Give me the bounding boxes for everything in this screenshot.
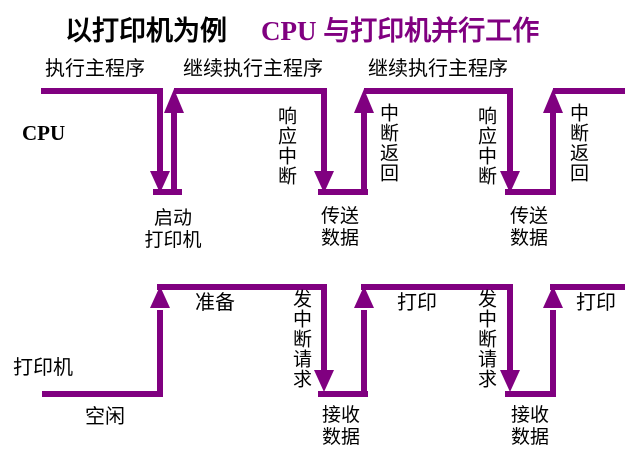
arrow-down-icon	[314, 370, 334, 392]
printer-waveform	[42, 284, 625, 397]
start-printer-label: 启动 打印机	[144, 208, 202, 251]
respond-interrupt-label-2: 响应中断	[475, 106, 496, 186]
idle-label: 空闲	[85, 406, 125, 428]
printer-axis-label: 打印机	[13, 357, 73, 379]
transfer-data-label-2: 传送 数据	[510, 206, 549, 249]
respond-interrupt-label-1: 响应中断	[275, 106, 296, 186]
send-interrupt-request-label-1: 发中断请求	[290, 289, 311, 389]
cpu-waveform	[41, 88, 625, 195]
receive-data-label-1: 接收 数据	[322, 405, 361, 448]
arrow-up-icon	[150, 286, 170, 308]
interrupt-return-label-1: 中断返回	[377, 103, 398, 183]
interrupt-return-label-2: 中断返回	[567, 103, 588, 183]
receive-data-label-2: 接收 数据	[511, 405, 550, 448]
arrow-down-icon	[500, 171, 520, 193]
transfer-data-label-1: 传送 数据	[321, 206, 360, 249]
printer-idle-segment	[42, 310, 163, 397]
cpu-run-segment-3	[364, 88, 513, 173]
printer-busy-segment-2	[361, 284, 513, 372]
print-label-1: 打印	[397, 292, 437, 314]
title-main: CPU 与打印机并行工作	[261, 16, 540, 46]
cpu-segment-label-3: 继续执行主程序	[368, 58, 508, 80]
arrow-down-icon	[314, 171, 334, 193]
cpu-segment-label-2: 继续执行主程序	[183, 58, 323, 80]
cpu-segment-label-1: 执行主程序	[45, 58, 145, 80]
arrow-down-icon	[500, 370, 520, 392]
printer-busy-segment-1	[157, 284, 327, 372]
arrow-up-icon	[543, 89, 563, 113]
title-context: 以打印机为例	[65, 16, 227, 46]
prepare-label: 准备	[195, 292, 235, 314]
cpu-run-segment-2	[174, 88, 327, 173]
arrow-up-icon	[543, 286, 563, 308]
arrow-up-icon	[164, 89, 184, 113]
arrow-down-icon	[150, 171, 170, 193]
send-interrupt-request-label-2: 发中断请求	[475, 289, 496, 389]
print-label-2: 打印	[576, 292, 616, 314]
cpu-run-segment-1	[41, 88, 163, 173]
cpu-axis-label: CPU	[22, 121, 66, 145]
arrow-up-icon	[354, 286, 374, 308]
arrow-up-icon	[354, 89, 374, 113]
